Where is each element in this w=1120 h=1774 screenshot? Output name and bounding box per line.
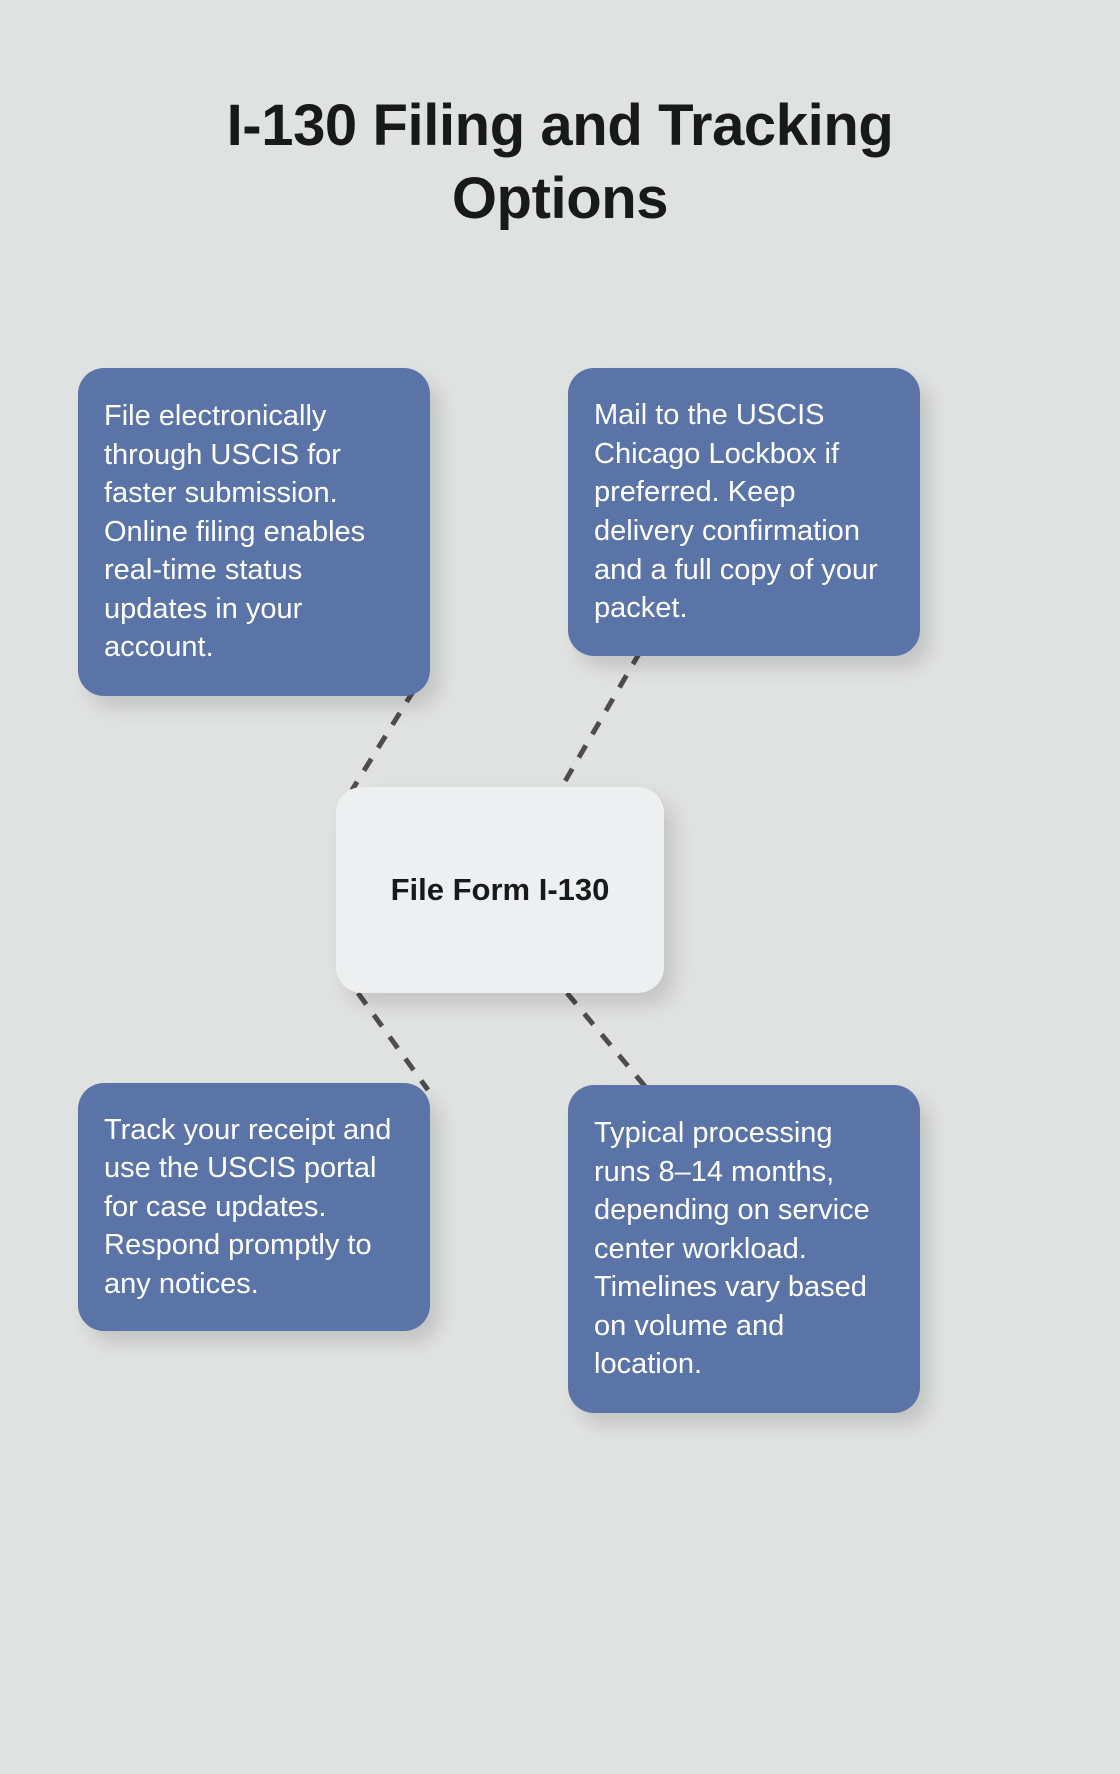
center-node-label: File Form I-130	[390, 872, 610, 907]
connector-bottom-right	[565, 991, 650, 1092]
connector-top-left	[349, 688, 417, 792]
page-title: I-130 Filing and Tracking Options	[226, 93, 894, 231]
node-card-top-right[interactable]: Mail to the USCIS Chicago Lockbox if pre…	[568, 368, 920, 656]
node-card-bottom-right[interactable]: Typical processing runs 8–14 months, dep…	[568, 1085, 920, 1413]
center-node[interactable]: File Form I-130	[336, 787, 664, 993]
node-card-text: Typical processing runs 8–14 months, dep…	[594, 1117, 870, 1381]
connector-bottom-left	[355, 991, 431, 1092]
node-card-text: File electronically through USCIS for fa…	[104, 400, 366, 664]
node-card-text: Track your receipt and use the USCIS por…	[104, 1113, 392, 1300]
node-card-top-left[interactable]: File electronically through USCIS for fa…	[78, 368, 430, 696]
node-card-text: Mail to the USCIS Chicago Lockbox if pre…	[594, 399, 878, 625]
node-card-bottom-left[interactable]: Track your receipt and use the USCIS por…	[78, 1083, 430, 1331]
connector-top-right	[557, 650, 643, 792]
